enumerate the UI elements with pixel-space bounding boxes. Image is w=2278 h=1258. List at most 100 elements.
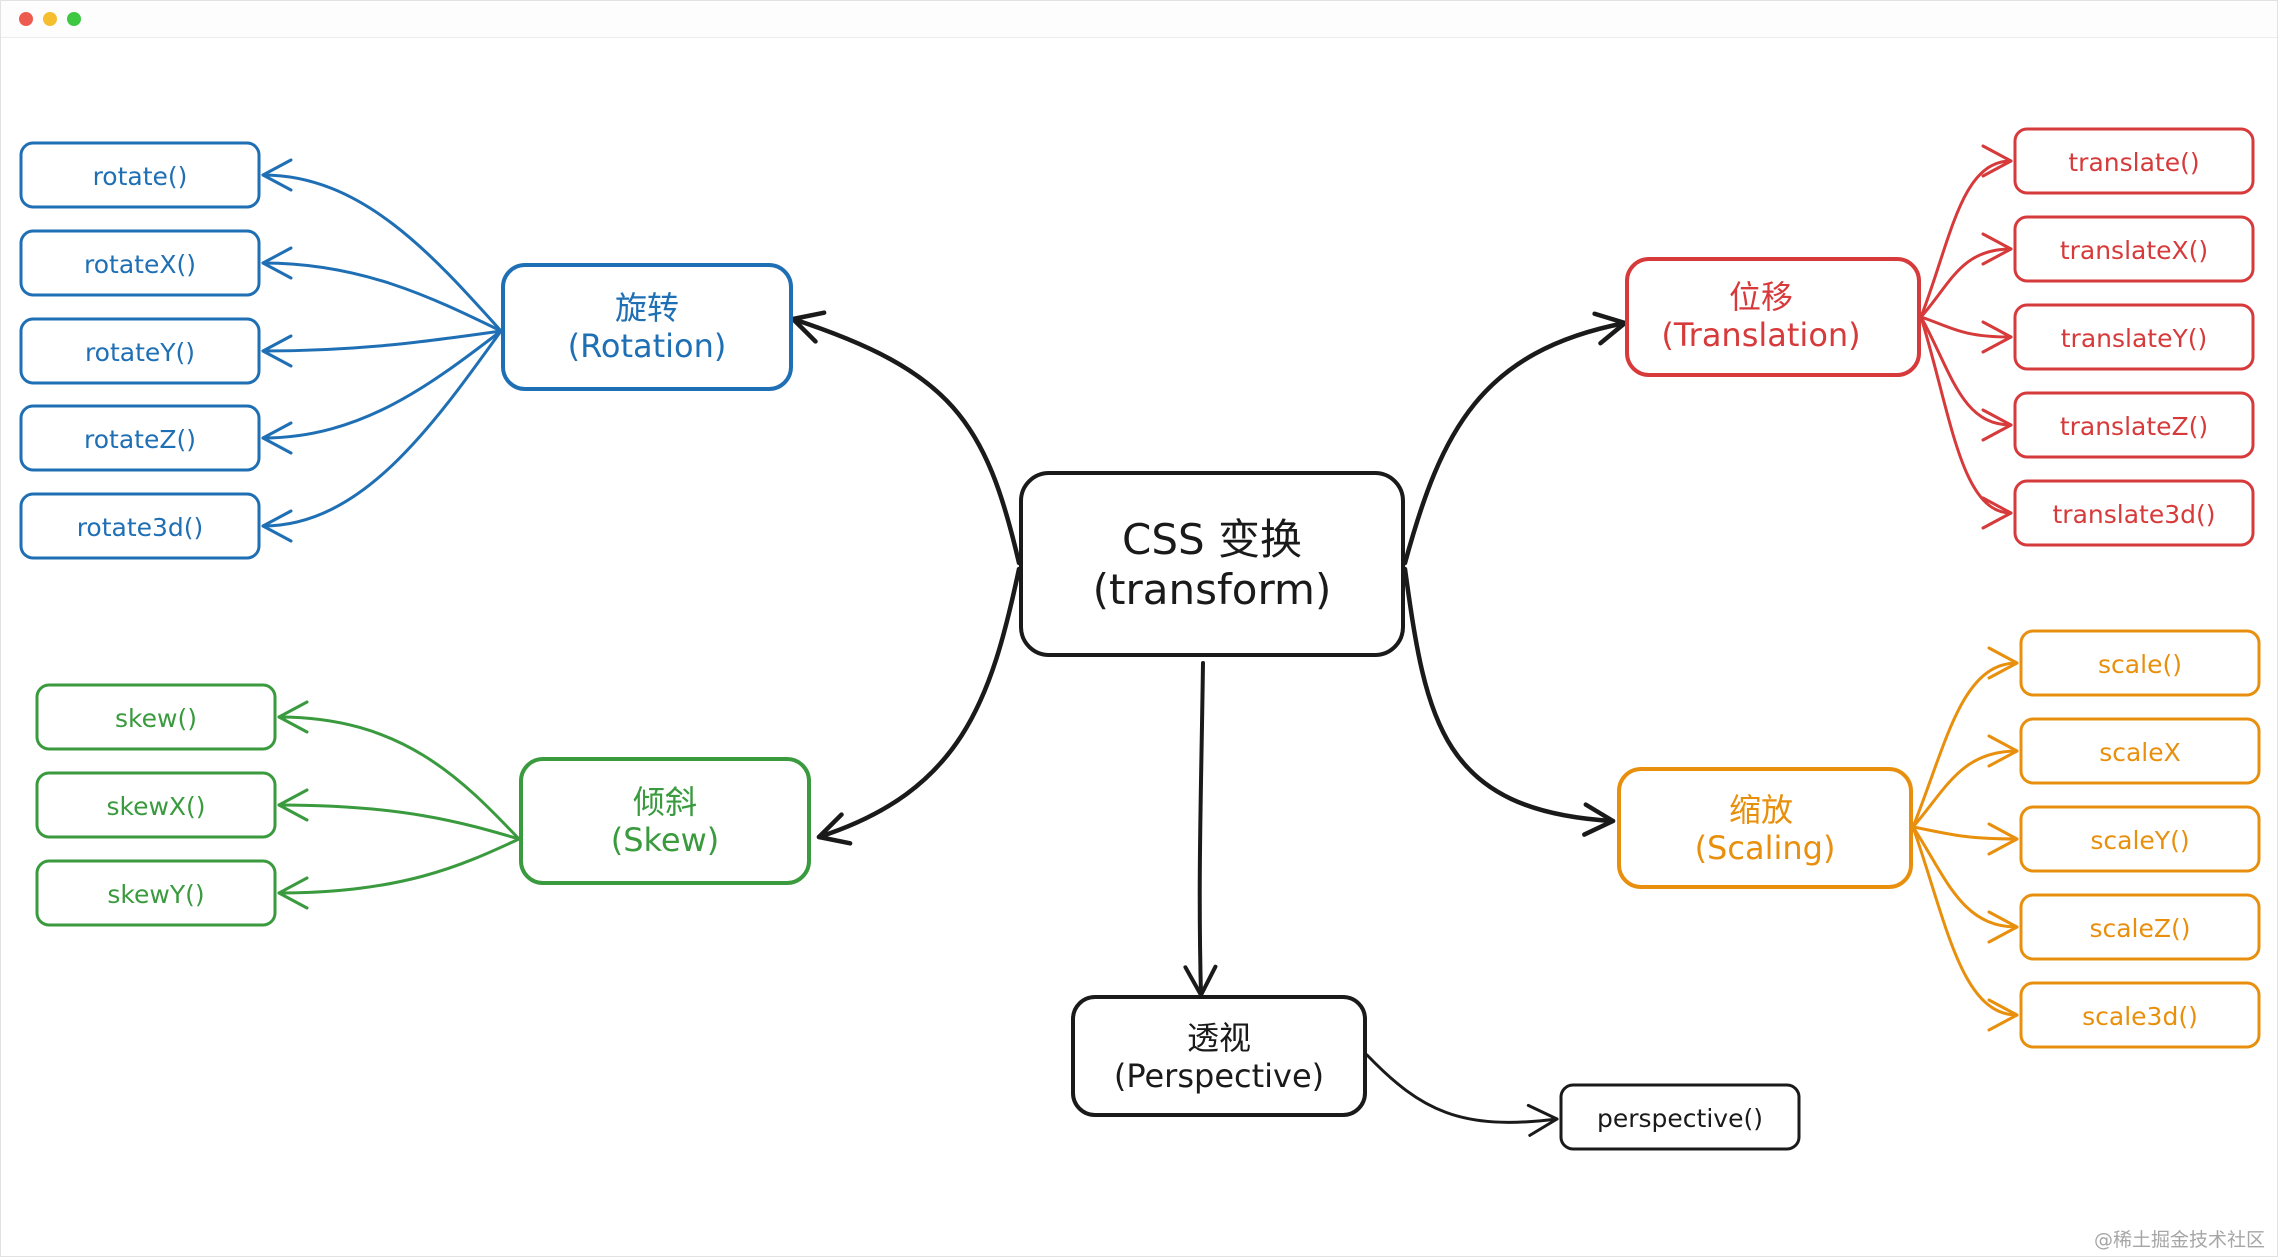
- rotation-item[interactable]: rotate(): [19, 141, 261, 209]
- scaling-item-label: scaleX: [2099, 738, 2181, 767]
- scaling-title-en: (Scaling): [1695, 829, 1836, 867]
- edge-skew-item-arrowhead: [277, 700, 309, 734]
- translation-item-label: translateY(): [2061, 324, 2208, 353]
- edge-translation-item: [1919, 247, 2013, 319]
- edge-skew-item: [277, 715, 521, 841]
- scaling-title-zh: 缩放: [1729, 791, 1793, 829]
- edge-scaling-item-arrowhead: [1987, 822, 2019, 856]
- rotation-item[interactable]: rotateX(): [19, 229, 261, 297]
- edge-rotation-item-arrowhead: [261, 246, 293, 280]
- rotation-title-en: (Rotation): [568, 327, 727, 365]
- connector-layer: [261, 144, 2019, 1137]
- edge-center-skew: [816, 566, 1022, 840]
- skew-node-box: [519, 757, 811, 885]
- translation-item-label: translateX(): [2060, 236, 2208, 265]
- edge-rotation-item-arrowhead: [261, 158, 293, 192]
- rotation-item-label: rotateX(): [84, 250, 196, 279]
- window-close-button[interactable]: [19, 12, 33, 26]
- scaling-item[interactable]: scale(): [2019, 629, 2261, 697]
- edge-rotation-item: [261, 261, 503, 333]
- scaling-item-label: scale3d(): [2082, 1002, 2198, 1031]
- rotation-items: rotate() rotateX() rotateY() rotateZ() r…: [19, 141, 261, 560]
- translation-item[interactable]: translate3d(): [2013, 479, 2255, 547]
- edge-rotation-item-arrowhead: [261, 421, 293, 455]
- window-minimize-button[interactable]: [43, 12, 57, 26]
- skew-title-zh: 倾斜: [633, 783, 697, 821]
- perspective-item[interactable]: perspective(): [1559, 1083, 1801, 1151]
- rotation-item[interactable]: rotate3d(): [19, 492, 261, 560]
- translation-items: translate() translateX() translateY() tr…: [2013, 127, 2255, 547]
- rotation-item[interactable]: rotateY(): [19, 317, 261, 385]
- edge-scaling-item-arrowhead: [1987, 910, 2019, 944]
- edge-scaling-item: [1911, 749, 2019, 829]
- edge-skew-item-arrowhead: [277, 788, 309, 822]
- translation-item[interactable]: translateY(): [2013, 303, 2255, 371]
- edge-translation-item: [1919, 159, 2013, 319]
- watermark: @稀土掘金技术社区: [2093, 1229, 2265, 1251]
- scaling-item[interactable]: scale3d(): [2019, 981, 2261, 1049]
- scaling-item-label: scaleY(): [2090, 826, 2189, 855]
- translation-node[interactable]: 位移 (Translation): [1625, 257, 1921, 377]
- edge-scaling-item: [1911, 825, 2019, 1017]
- window-titlebar: [1, 1, 2277, 38]
- center-node-box: [1019, 471, 1405, 657]
- rotation-node[interactable]: 旋转 (Rotation): [501, 263, 793, 391]
- skew-title-en: (Skew): [611, 821, 720, 859]
- rotation-node-box: [501, 263, 793, 391]
- edge-translation-item: [1919, 315, 2013, 339]
- rotation-item-label: rotateY(): [85, 338, 195, 367]
- edge-translation-item-arrowhead: [1981, 232, 2013, 266]
- edge-scaling-item-arrowhead: [1987, 998, 2019, 1032]
- center-node-title: CSS 变换: [1122, 515, 1302, 564]
- rotation-item-label: rotate(): [93, 162, 188, 191]
- skew-item-label: skew(): [115, 704, 197, 733]
- perspective-node[interactable]: 透视 (Perspective): [1071, 995, 1367, 1117]
- edge-skew-item: [277, 803, 521, 841]
- scaling-item[interactable]: scaleX: [2019, 717, 2261, 785]
- rotation-item[interactable]: rotateZ(): [19, 404, 261, 472]
- edge-center-perspective: [1197, 661, 1205, 997]
- edge-translation-item: [1919, 315, 2013, 427]
- edge-perspective-item: [1365, 1053, 1559, 1124]
- edge-rotation-item: [261, 329, 503, 353]
- edge-skew-item: [277, 837, 521, 895]
- scaling-item[interactable]: scaleZ(): [2019, 893, 2261, 961]
- skew-item[interactable]: skewX(): [35, 771, 277, 839]
- scaling-item[interactable]: scaleY(): [2019, 805, 2261, 873]
- edge-translation-item-arrowhead: [1981, 408, 2013, 442]
- edge-translation-item-arrowhead: [1981, 144, 2013, 178]
- edge-scaling-item-arrowhead: [1987, 646, 2019, 680]
- edge-perspective-item-arrowhead: [1526, 1103, 1559, 1137]
- edge-rotation-item-arrowhead: [261, 334, 293, 368]
- translation-node-box: [1625, 257, 1921, 377]
- perspective-item-label: perspective(): [1597, 1104, 1763, 1133]
- translation-item[interactable]: translateZ(): [2013, 391, 2255, 459]
- rotation-item-label: rotateZ(): [84, 425, 196, 454]
- skew-item-label: skewX(): [106, 792, 205, 821]
- skew-item[interactable]: skew(): [35, 683, 277, 751]
- translation-title-zh: 位移: [1729, 278, 1793, 316]
- translation-item-label: translate(): [2068, 148, 2199, 177]
- window-maximize-button[interactable]: [67, 12, 81, 26]
- perspective-title-zh: 透视: [1187, 1019, 1251, 1057]
- edge-scaling-item: [1911, 661, 2019, 829]
- scaling-item-label: scaleZ(): [2089, 914, 2190, 943]
- edge-translation-item-arrowhead: [1981, 320, 2013, 354]
- translation-item-label: translateZ(): [2060, 412, 2208, 441]
- skew-item[interactable]: skewY(): [35, 859, 277, 927]
- translation-item[interactable]: translateX(): [2013, 215, 2255, 283]
- translation-item[interactable]: translate(): [2013, 127, 2255, 195]
- skew-items: skew() skewX() skewY(): [35, 683, 277, 927]
- edge-rotation-item: [261, 329, 503, 528]
- center-node[interactable]: CSS 变换 (transform): [1019, 471, 1405, 657]
- scaling-node[interactable]: 缩放 (Scaling): [1617, 767, 1913, 889]
- skew-node[interactable]: 倾斜 (Skew): [519, 757, 811, 885]
- perspective-title-en: (Perspective): [1114, 1057, 1324, 1095]
- edge-translation-item: [1919, 315, 2013, 515]
- perspective-node-box: [1071, 995, 1367, 1117]
- scaling-item-label: scale(): [2098, 650, 2182, 679]
- translation-title-en: (Translation): [1661, 316, 1860, 354]
- rotation-title-zh: 旋转: [615, 289, 679, 327]
- edge-rotation-item: [261, 173, 503, 333]
